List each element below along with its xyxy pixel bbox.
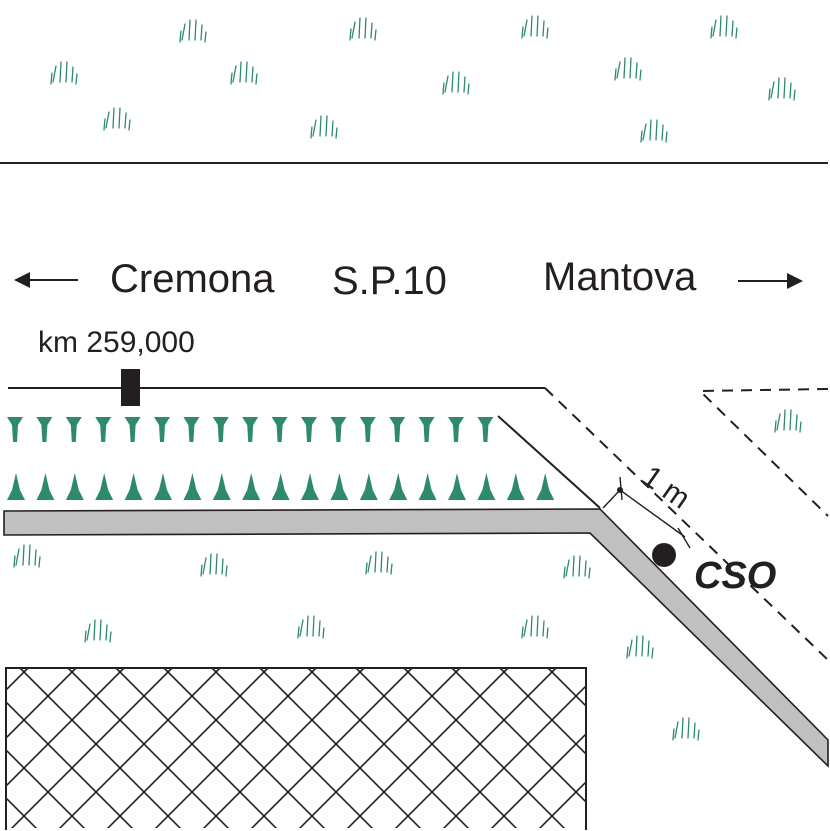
tree-icon	[154, 473, 172, 500]
tree-icon	[124, 473, 143, 500]
grass-tuft-icon	[230, 61, 258, 85]
tree-icon	[183, 417, 200, 442]
tree-icon	[7, 473, 25, 500]
grass-tuft-icon	[103, 107, 131, 131]
km-marker-label: km 259,000	[38, 326, 195, 359]
canal	[3, 508, 829, 768]
tree-row-north	[7, 417, 494, 442]
grass-tuft-icon	[563, 555, 591, 579]
grass-tuft-icon	[200, 553, 228, 577]
grass-north-field	[50, 15, 796, 143]
grass-tuft-icon	[521, 615, 549, 639]
tree-icon	[212, 417, 229, 442]
embankment-dashed-east	[697, 388, 829, 517]
tree-icon	[271, 417, 288, 442]
tree-icon	[95, 417, 112, 442]
tree-icon	[271, 473, 290, 500]
grass-tuft-icon	[521, 15, 549, 39]
tree-icon	[477, 417, 494, 442]
tree-icon	[7, 417, 23, 442]
grass-tuft-icon	[84, 619, 112, 643]
grass-tuft-icon	[13, 544, 41, 568]
grass-tuft-icon	[768, 77, 796, 101]
tree-icon	[95, 473, 114, 500]
grass-tuft-icon	[672, 717, 700, 741]
grass-tuft-icon	[297, 615, 325, 639]
arrow-left-icon	[14, 272, 78, 288]
tree-icon	[389, 473, 408, 500]
grass-tuft-icon	[614, 57, 642, 81]
tree-icon	[242, 417, 259, 442]
tree-icon	[183, 473, 202, 500]
tree-icon	[301, 417, 317, 442]
arrow-right-icon	[738, 273, 803, 289]
grass-tuft-icon	[179, 19, 207, 43]
tree-icon	[448, 473, 466, 500]
tree-icon	[242, 473, 261, 500]
distance-annotation	[602, 476, 691, 549]
east-town-label: Mantova	[543, 255, 697, 299]
tree-icon	[65, 417, 82, 442]
tree-icon	[359, 473, 378, 500]
road-name-label: S.P.10	[332, 259, 447, 303]
west-town-label: Cremona	[110, 257, 275, 301]
grass-tuft-icon	[710, 15, 738, 39]
grass-south-field	[13, 409, 802, 741]
tree-icon	[389, 417, 406, 442]
station-label: CSO	[694, 555, 776, 597]
tree-icon	[301, 473, 319, 500]
tree-icon	[418, 417, 435, 442]
embankment-dashed-west	[544, 387, 829, 661]
tree-icon	[330, 417, 347, 442]
grass-tuft-icon	[640, 119, 668, 143]
tree-icon	[36, 417, 53, 442]
tree-icon	[506, 473, 525, 500]
tree-icon	[65, 473, 84, 500]
grass-tuft-icon	[365, 551, 393, 575]
tree-icon	[330, 473, 349, 500]
grass-tuft-icon	[442, 71, 470, 95]
distance-label: 1 m	[636, 460, 696, 516]
grass-tuft-icon	[774, 409, 802, 433]
tree-icon	[212, 473, 231, 500]
embankment-line	[497, 415, 601, 509]
tree-icon	[418, 473, 437, 500]
hatched-area	[5, 667, 587, 830]
grass-tuft-icon	[310, 115, 338, 139]
tree-icon	[477, 473, 496, 500]
grass-tuft-icon	[50, 61, 78, 85]
grass-tuft-icon	[626, 635, 654, 659]
tree-icon	[36, 473, 55, 500]
grass-tuft-icon	[349, 17, 377, 41]
station-point-icon	[652, 543, 676, 567]
tree-icon	[154, 417, 170, 442]
tree-row-south	[7, 473, 555, 500]
tree-icon	[359, 417, 376, 442]
tree-icon	[124, 417, 141, 442]
tree-icon	[448, 417, 464, 442]
tree-icon	[536, 473, 555, 500]
